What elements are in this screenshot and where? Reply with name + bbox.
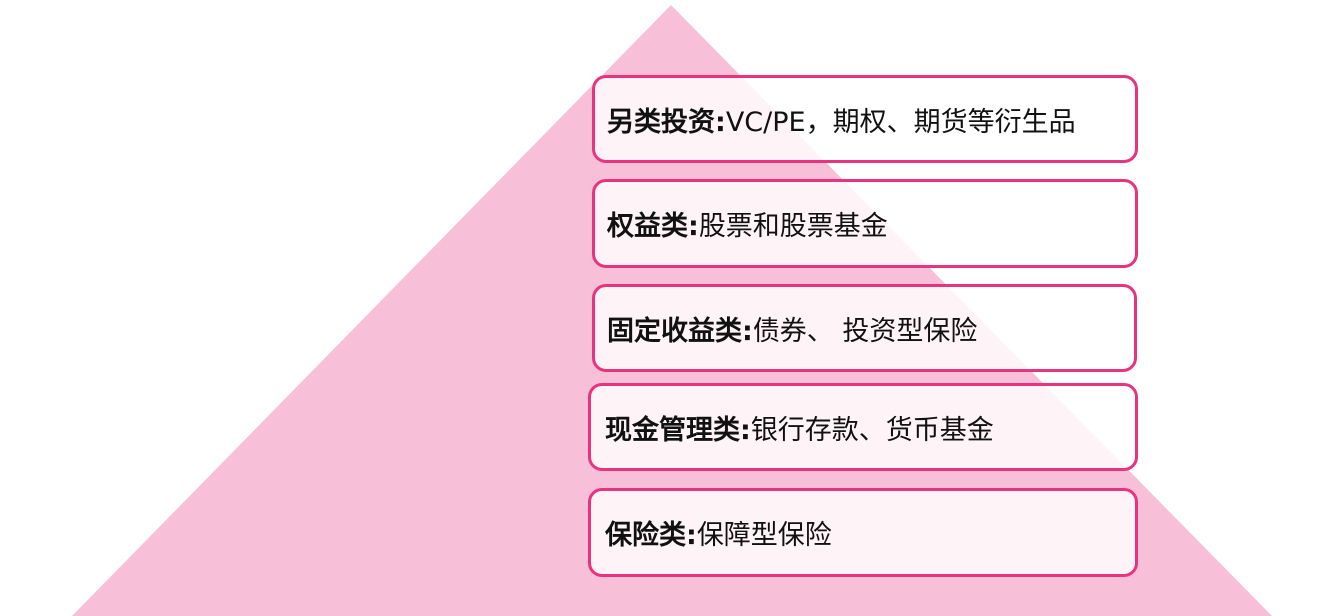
tier-description: 股票和股票基金 bbox=[698, 211, 888, 242]
tier-description: 保障型保险 bbox=[696, 520, 832, 551]
tier-category-label: 另类投资: bbox=[607, 106, 726, 138]
tier-description: 债券、 投资型保险 bbox=[752, 315, 978, 347]
tier-alternative-investment: 另类投资: VC/PE，期权、期货等衍生品 bbox=[592, 75, 1138, 163]
tier-category-label: 现金管理类: bbox=[605, 414, 751, 446]
tier-cash-management: 现金管理类: 银行存款、货币基金 bbox=[588, 383, 1138, 471]
tier-fixed-income: 固定收益类: 债券、 投资型保险 bbox=[592, 284, 1137, 372]
tier-description: VC/PE，期权、期货等衍生品 bbox=[725, 106, 1076, 138]
tier-insurance: 保险类: 保障型保险 bbox=[588, 488, 1138, 577]
tier-description: 银行存款、货币基金 bbox=[750, 414, 994, 446]
tier-category-label: 保险类: bbox=[605, 520, 697, 551]
tier-category-label: 权益类: bbox=[607, 211, 699, 242]
tier-equity: 权益类: 股票和股票基金 bbox=[592, 179, 1138, 268]
tier-category-label: 固定收益类: bbox=[607, 315, 753, 347]
